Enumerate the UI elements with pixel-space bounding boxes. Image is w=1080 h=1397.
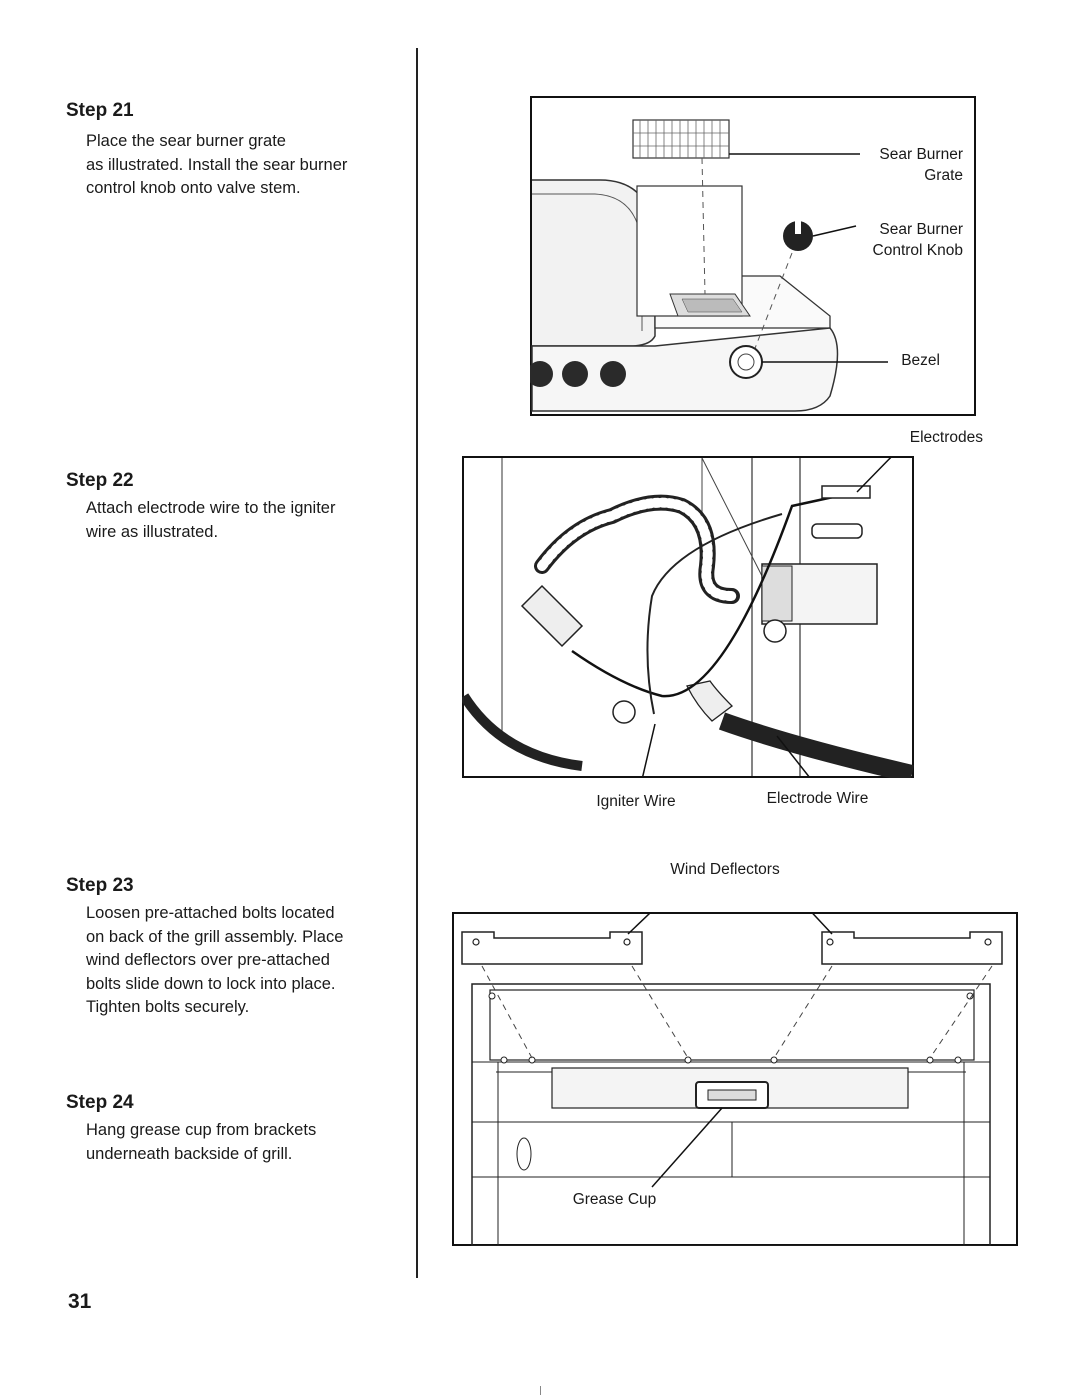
electrode-wiring-illustration: [462, 456, 914, 778]
grease-cup-label: Grease Cup: [558, 1189, 671, 1210]
crop-mark: [540, 1386, 541, 1395]
wind-deflector-illustration: [452, 912, 1018, 1246]
page-number: 31: [68, 1290, 92, 1313]
electrode-wire-label: Electrode Wire: [766, 790, 869, 807]
sear-burner-grate-label: Sear Burner Grate: [879, 146, 963, 184]
sear-burner-illustration: [530, 96, 976, 416]
electrodes-label: Electrodes: [909, 429, 983, 446]
step-22-title: Step 22: [66, 470, 134, 491]
step-22-text: Attach electrode wire to the igniter wir…: [86, 499, 336, 541]
step-21-title: Step 21: [66, 100, 134, 121]
wind-deflectors-label: Wind Deflectors: [670, 861, 780, 878]
sear-burner-knob-label: Sear Burner Control Knob: [872, 221, 963, 259]
step-23-title: Step 23: [66, 875, 134, 896]
step-24-title: Step 24: [66, 1092, 134, 1113]
step-23-text: Loosen pre-attached bolts located on bac…: [86, 904, 344, 1016]
step-24-text: Hang grease cup from brackets underneath…: [86, 1121, 317, 1163]
column-divider: [416, 48, 418, 1278]
igniter-wire-label: Igniter Wire: [596, 793, 676, 810]
bezel-label: Bezel: [901, 352, 940, 369]
step-21-text: Place the sear burner grate as illustrat…: [86, 132, 348, 197]
